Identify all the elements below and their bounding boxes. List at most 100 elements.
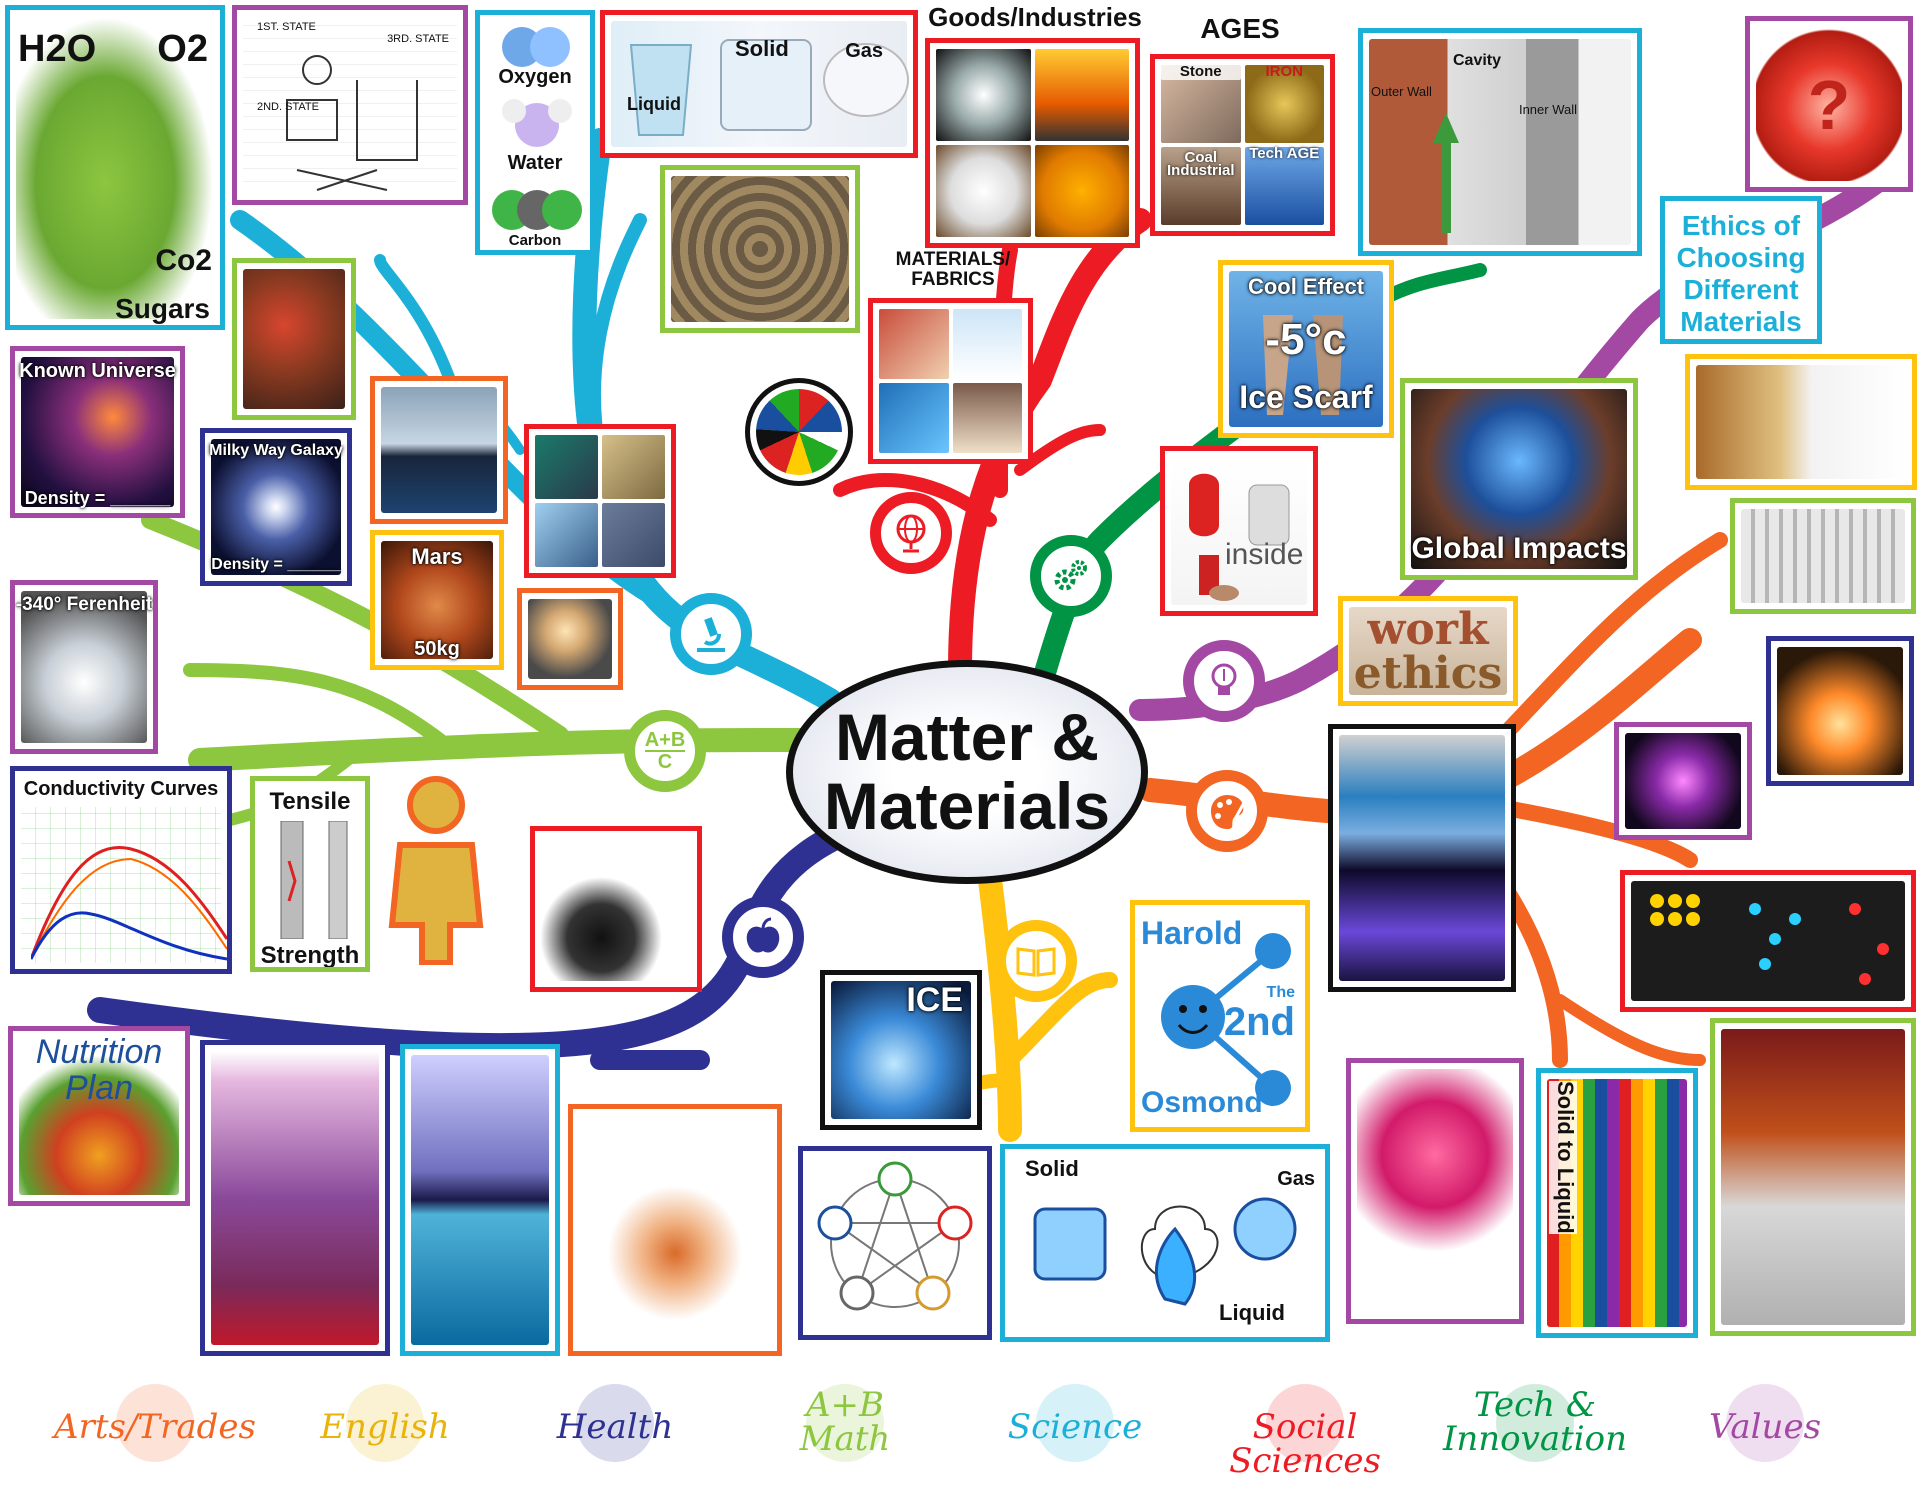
coal-label: Coal	[1184, 149, 1217, 166]
hand-stamp-card	[530, 826, 702, 992]
materials-fabrics-line1: MATERIALS/	[895, 249, 1011, 270]
legend-watermark-icon	[1036, 1384, 1114, 1462]
tomato-question-card: ?	[1745, 16, 1913, 192]
milky-way-density: Density = ______	[211, 556, 341, 573]
central-title-line1: Matter &	[834, 699, 1100, 774]
legend-label-line2: Math	[799, 1419, 891, 1459]
legend-label: Values	[1708, 1407, 1822, 1447]
work-ethics-card: work ethics	[1338, 596, 1518, 706]
mars-scale-card: Mars 50kg	[370, 530, 504, 670]
solid-label: Solid	[735, 36, 789, 61]
microscope-icon	[670, 593, 752, 675]
book-icon	[995, 920, 1077, 1002]
rooster-card	[232, 258, 356, 420]
first-state-label: 1ST. STATE	[257, 21, 316, 33]
gas-label: Gas	[845, 40, 883, 62]
ethics-line1: Ethics of	[1681, 210, 1801, 241]
math-icon-bottom: C	[657, 751, 673, 773]
ice-shoe-card: ICE	[820, 970, 982, 1130]
o2-label: O2	[157, 28, 208, 70]
legend-watermark-icon	[806, 1384, 884, 1462]
liquid-label: Liquid	[627, 94, 681, 114]
milky-way-card: Milky Way Galaxy Density = ______	[200, 428, 352, 586]
branch-math	[188, 728, 812, 772]
outer-wall-label: Outer Wall	[1371, 84, 1432, 99]
tensile-label: Tensile	[269, 788, 351, 815]
legend-label-line1: Tech &	[1473, 1385, 1597, 1425]
weaving-card	[1730, 498, 1916, 614]
milky-way-title: Milky Way Galaxy	[209, 442, 343, 459]
planets-card	[517, 588, 623, 690]
photosynthesis-card: H2O O2 Co2 Sugars	[5, 5, 225, 330]
legend-label: Tech &Innovation	[1425, 1388, 1645, 1456]
ethics-line2: Choosing	[1676, 242, 1806, 273]
cartoon-gas-label: Gas	[1277, 1168, 1315, 1190]
water-label: Water	[507, 152, 563, 174]
lightbulb-icon	[1183, 640, 1265, 722]
conductivity-title: Conductivity Curves	[23, 778, 219, 800]
fossil-card	[660, 165, 860, 333]
legend-watermark-icon	[1496, 1384, 1574, 1462]
osmond-label: Osmond	[1141, 1086, 1263, 1119]
cartoon-liquid-label: Liquid	[1219, 1300, 1285, 1325]
legend-watermark-icon	[116, 1384, 194, 1462]
branch-english	[978, 868, 1022, 1142]
digestive-system-card	[568, 1104, 782, 1356]
stone-age-label: Stone	[1161, 63, 1241, 80]
nutrition-plan-card: Nutrition Plan	[8, 1026, 190, 1206]
plan-label: Plan	[64, 1069, 134, 1107]
legend-label-line2: Innovation	[1442, 1419, 1628, 1459]
cavity-wall-card: Cavity Outer Wall Inner Wall	[1358, 28, 1642, 256]
particle-model-card	[1620, 870, 1916, 1012]
running-swimming-card	[400, 1044, 560, 1356]
ethics-word-label: ethics	[1353, 648, 1503, 699]
musician-bowls-card	[1710, 1018, 1916, 1336]
legend-item: English	[275, 1380, 495, 1490]
molecules-card: Oxygen Water Carbon Dioxide	[475, 10, 595, 255]
ethics-card: Ethics of Choosing Different Materials	[1660, 196, 1822, 344]
cartoon-solid-label: Solid	[1025, 1156, 1079, 1181]
globe-icon	[870, 492, 952, 574]
second-state-label: 2ND. STATE	[257, 101, 319, 113]
animals-quad-card	[524, 424, 676, 578]
legend-item: Tech &Innovation	[1425, 1380, 1645, 1490]
ice-label: ICE	[906, 981, 963, 1019]
central-title-line2: Materials	[823, 769, 1111, 843]
gears-icon	[1030, 535, 1112, 617]
sugars-label: Sugars	[115, 293, 210, 324]
legend-watermark-icon	[576, 1384, 654, 1462]
splash-rose-card	[1346, 1058, 1524, 1324]
inside-label: inside	[1225, 538, 1304, 571]
oxygen-label: Oxygen	[498, 66, 572, 88]
tech-age-label: Tech AGE	[1249, 145, 1320, 162]
legend-item: Arts/Trades	[45, 1380, 265, 1490]
frame-paper-card	[1685, 354, 1917, 490]
ethics-line3: Different	[1683, 274, 1799, 305]
math-icon-top: A+B	[644, 729, 686, 752]
cool-effect-label: Cool Effect	[1247, 274, 1365, 299]
legend-label-line1: A+B	[805, 1385, 885, 1425]
world-flags-ball	[745, 378, 853, 486]
inside-heating-card: inside	[1160, 446, 1318, 616]
math-symbol-icon: A+B C	[624, 710, 706, 792]
ages-title: AGES	[1200, 13, 1280, 44]
legend-watermark-icon	[346, 1384, 424, 1462]
legend-item: Health	[505, 1380, 725, 1490]
carbon-dioxide-label: Carbon Dioxide	[508, 232, 562, 250]
molten-glass-card	[1766, 636, 1914, 786]
strength-label: Strength	[260, 942, 360, 969]
glass-table-card	[1328, 724, 1516, 992]
legend-label: Arts/Trades	[54, 1407, 256, 1447]
materials-fabrics-card	[868, 298, 1033, 464]
goods-industries-title: Goods/Industries	[928, 2, 1142, 32]
legend-watermark-icon	[1726, 1384, 1804, 1462]
temperature-label: -5°c	[1265, 315, 1347, 364]
states-cartoon-card: Solid Gas Liquid	[1000, 1144, 1330, 1342]
global-impacts-label: Global Impacts	[1411, 532, 1627, 565]
cold-beaker-card: -340° Ferenheit	[10, 580, 158, 754]
